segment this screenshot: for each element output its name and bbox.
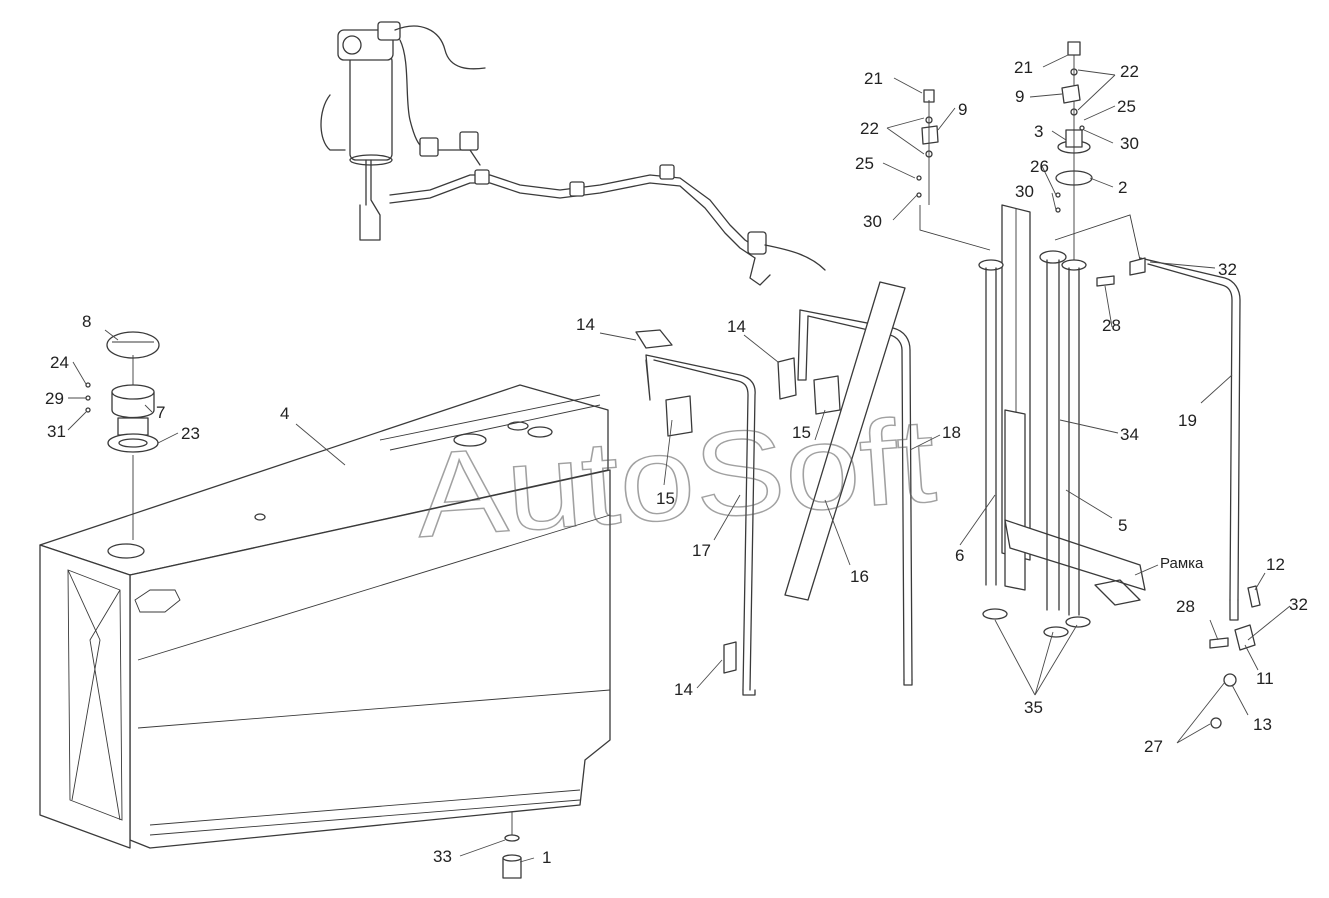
callout-4: 4	[280, 404, 289, 423]
callout-35: 35	[1024, 698, 1043, 717]
callout-30-right: 30	[1120, 134, 1139, 153]
callout-21-right: 21	[1014, 58, 1033, 77]
callout-29: 29	[45, 389, 64, 408]
callout-33: 33	[433, 847, 452, 866]
callout-11: 11	[1256, 669, 1274, 688]
callout-5: 5	[1118, 516, 1127, 535]
callout-26: 26	[1030, 157, 1049, 176]
callout-13: 13	[1253, 715, 1272, 734]
callout-34: 34	[1120, 425, 1139, 444]
callout-7: 7	[156, 403, 165, 422]
callout-21-left: 21	[864, 69, 883, 88]
callout-25-left: 25	[855, 154, 874, 173]
callout-labels: 1 2 3 4 5 6 7 8 9 9 11 12 13 14 14 14 15…	[45, 58, 1308, 867]
callout-30-left: 30	[863, 212, 882, 231]
callout-2: 2	[1118, 178, 1127, 197]
filler-neck-assembly	[85, 331, 160, 540]
callout-22-left: 22	[860, 119, 879, 138]
fuel-filter-and-lines	[320, 21, 826, 286]
callout-18: 18	[942, 423, 961, 442]
callout-32-bottom: 32	[1289, 595, 1308, 614]
callout-28-bottom: 28	[1176, 597, 1195, 616]
callout-30-mid: 30	[1015, 182, 1034, 201]
strap-18	[777, 281, 913, 686]
sender-and-intake-pipes	[916, 41, 1146, 638]
callout-3: 3	[1034, 122, 1043, 141]
callout-17: 17	[692, 541, 711, 560]
gasket-ring	[107, 433, 159, 453]
callout-14-bottom: 14	[674, 680, 693, 699]
callout-31: 31	[47, 422, 66, 441]
callout-19: 19	[1178, 411, 1197, 430]
fuel-tank	[39, 384, 611, 849]
callout-9-right: 9	[1015, 87, 1024, 106]
callout-15-left: 15	[656, 489, 675, 508]
callout-24: 24	[50, 353, 69, 372]
leader-lines	[67, 54, 1291, 863]
callout-16: 16	[850, 567, 869, 586]
callout-12: 12	[1266, 555, 1285, 574]
callout-6: 6	[955, 546, 964, 565]
callout-27: 27	[1144, 737, 1163, 756]
callout-1: 1	[542, 848, 551, 867]
filler-cap	[106, 331, 160, 359]
callout-22-right: 22	[1120, 62, 1139, 81]
callout-14-mid: 14	[727, 317, 746, 336]
callout-25-right: 25	[1117, 97, 1136, 116]
callout-9-left: 9	[958, 100, 967, 119]
callout-28-top: 28	[1102, 316, 1121, 335]
strap-17	[635, 329, 756, 696]
callout-32-top: 32	[1218, 260, 1237, 279]
callout-frame: Рамка	[1160, 555, 1204, 572]
callout-23: 23	[181, 424, 200, 443]
strap-19	[1096, 257, 1261, 729]
callout-15-right: 15	[792, 423, 811, 442]
drain-plug-assembly	[502, 812, 522, 879]
callout-14-left: 14	[576, 315, 595, 334]
callout-8: 8	[82, 312, 91, 331]
